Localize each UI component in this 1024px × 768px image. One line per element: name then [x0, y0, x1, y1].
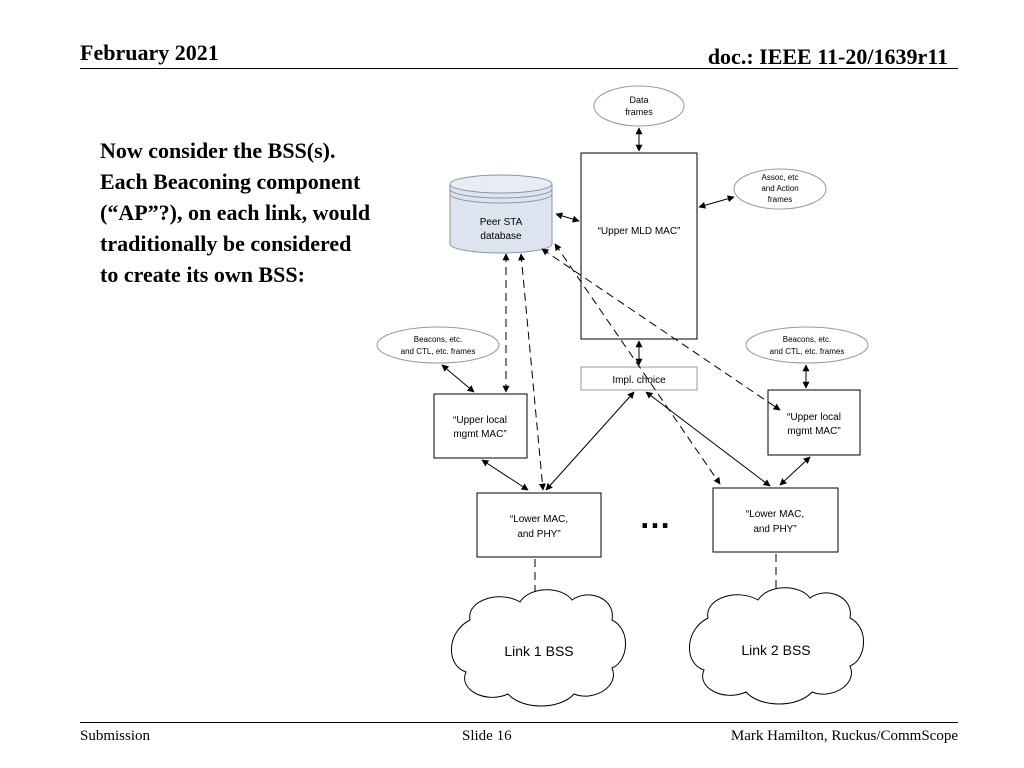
arrow-db-mld [555, 212, 580, 223]
upper-local-mgmt-left-box: “Upper local mgmt MAC” [433, 393, 528, 459]
body-line: to create its own BSS: [100, 262, 305, 287]
lower-mac-right-label: “Lower MAC, [746, 509, 804, 520]
footer-author: Mark Hamilton, Ruckus/CommScope [730, 728, 958, 744]
header-date: February 2021 [80, 40, 219, 65]
lower-mac-left-label: and PHY” [517, 529, 560, 540]
link1-bss-label: Link 1 BSS [504, 643, 573, 659]
data-frames-label: frames [625, 107, 653, 117]
peer-sta-label: Peer STA [480, 217, 523, 228]
beacons-right-label: Beacons, etc. [783, 335, 831, 344]
data-frames-label: Data [629, 95, 648, 105]
upper-local-right-label: “Upper local [787, 412, 841, 423]
link2-bss-label: Link 2 BSS [741, 642, 810, 658]
impl-choice-box: Impl. choice [580, 366, 698, 391]
body-line: Now consider the BSS(s). [100, 138, 336, 163]
slide-body-text: Now consider the BSS(s). Each Beaconing … [100, 135, 430, 290]
arrow-beacon-upper-left [441, 364, 475, 393]
link2-bss-cloud: Link 2 BSS [689, 587, 864, 705]
more-links-ellipsis: … [639, 499, 671, 535]
upper-mld-mac-label: “Upper MLD MAC” [598, 226, 681, 237]
header-doc-id: doc.: IEEE 11-20/1639r11 [707, 44, 948, 69]
beacons-left-node: Beacons, etc. and CTL, etc. frames [376, 326, 500, 364]
body-line: Each Beaconing component [100, 169, 361, 194]
assoc-frames-label: Assoc, etc [762, 173, 799, 182]
impl-choice-label: Impl. choice [612, 375, 666, 386]
upper-local-mgmt-right-box: “Upper local mgmt MAC” [767, 389, 861, 456]
lower-mac-left-label: “Lower MAC, [510, 514, 568, 525]
link1-bss-cloud: Link 1 BSS [451, 589, 626, 707]
dash-db-lower-right [554, 243, 721, 485]
footer-rule [80, 722, 958, 723]
beacons-right-node: Beacons, etc. and CTL, etc. frames [745, 326, 869, 364]
arrow-upper-lower-right [779, 456, 811, 486]
beacons-left-label: and CTL, etc. frames [401, 347, 476, 356]
beacons-right-label: and CTL, etc. frames [770, 347, 845, 356]
upper-local-right-label: mgmt MAC” [787, 426, 840, 437]
upper-local-left-label: “Upper local [453, 415, 507, 426]
assoc-frames-label: frames [768, 195, 792, 204]
peer-sta-label: database [480, 231, 522, 242]
assoc-frames-label: and Action [761, 184, 798, 193]
lower-mac-left-box: “Lower MAC, and PHY” [476, 492, 602, 558]
lower-mac-right-label: and PHY” [753, 524, 796, 535]
footer-submission: Submission [80, 728, 151, 744]
arrow-impl-lower-left [545, 391, 635, 491]
footer-slide-number: Slide 16 [462, 728, 512, 744]
assoc-frames-node: Assoc, etc and Action frames [733, 168, 827, 210]
body-line: (“AP”?), on each link, would [100, 200, 371, 225]
upper-local-left-label: mgmt MAC” [453, 429, 506, 440]
arrow-impl-lower-right [645, 391, 771, 487]
header-rule [80, 68, 958, 69]
dashed-connectors [502, 243, 781, 600]
beacons-left-label: Beacons, etc. [414, 335, 462, 344]
body-line: traditionally be considered [100, 231, 352, 256]
dash-db-lower-left [518, 253, 546, 491]
lower-mac-right-box: “Lower MAC, and PHY” [712, 487, 839, 553]
arrow-upper-lower-left [481, 459, 529, 491]
data-frames-node: Data frames [593, 85, 685, 127]
arrow-mld-assoc [698, 195, 735, 209]
peer-sta-database-node: Peer STA database [449, 174, 553, 254]
upper-mld-mac-box: “Upper MLD MAC” [580, 152, 698, 340]
